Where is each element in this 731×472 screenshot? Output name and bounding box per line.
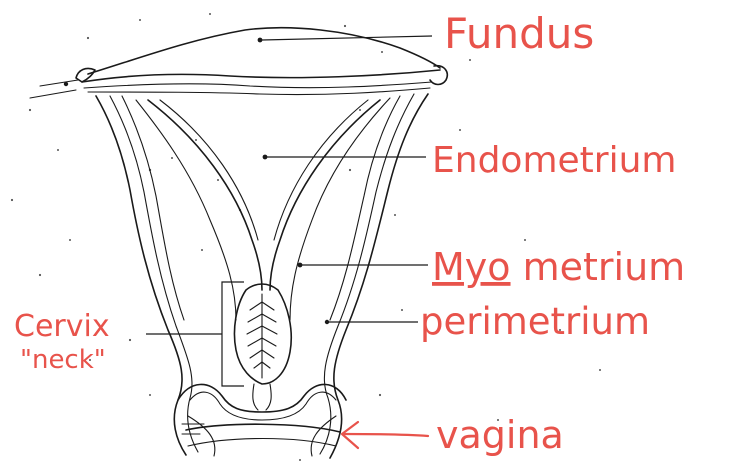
label-fundus: Fundus [444,9,594,58]
label-endometrium: Endometrium [432,140,676,181]
label-myometrium: Myo metrium [432,245,685,289]
cervix-bracket [222,282,244,386]
vagina-outline [178,384,346,456]
cervical-canal [234,284,291,410]
label-neck: "neck" [20,345,106,375]
label-myo-suffix: metrium [511,245,686,289]
fundus-outline [30,28,447,98]
label-vagina: vagina [436,413,564,457]
right-wall-outline [290,94,428,458]
label-perimetrium: perimetrium [420,300,650,343]
uterine-cavity-outline [148,100,380,290]
vagina-arrow [342,422,428,448]
label-myo-prefix: Myo [432,245,511,289]
left-wall-outline [96,96,236,455]
label-cervix: Cervix [14,309,110,344]
